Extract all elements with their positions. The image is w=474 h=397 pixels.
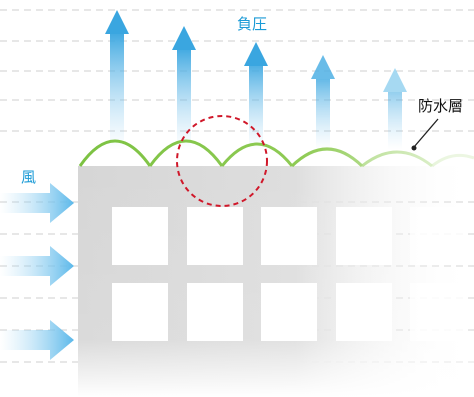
window: [187, 207, 243, 265]
window: [261, 207, 317, 265]
wind-label: 風: [21, 168, 36, 186]
building: [78, 166, 474, 397]
waterproof-layer-leader-dot: [411, 145, 417, 151]
window: [112, 207, 168, 265]
right-arrow-icon: [0, 183, 74, 223]
window: [410, 207, 466, 265]
right-arrow-icon: [0, 246, 74, 286]
window: [187, 283, 243, 341]
waterproof-membrane: [78, 139, 474, 168]
highlight-circle: [176, 115, 268, 207]
negative-pressure-arrows: [105, 10, 407, 150]
upward-arrow-icon: [244, 42, 268, 150]
window: [261, 283, 317, 341]
window: [112, 283, 168, 341]
right-arrow-icon: [0, 320, 74, 360]
waterproof-layer-label: 防水層: [418, 97, 463, 115]
upward-arrow-icon: [172, 26, 196, 150]
wind-arrows: [0, 183, 74, 360]
upward-arrow-icon: [311, 55, 335, 150]
window: [410, 283, 466, 341]
building-windows: [112, 207, 466, 341]
upward-arrow-icon: [383, 68, 407, 150]
negative-pressure-label: 負圧: [237, 15, 267, 33]
window: [336, 207, 392, 265]
upward-arrow-icon: [105, 10, 129, 150]
window: [336, 283, 392, 341]
waterproof-layer-leader: [413, 118, 439, 148]
